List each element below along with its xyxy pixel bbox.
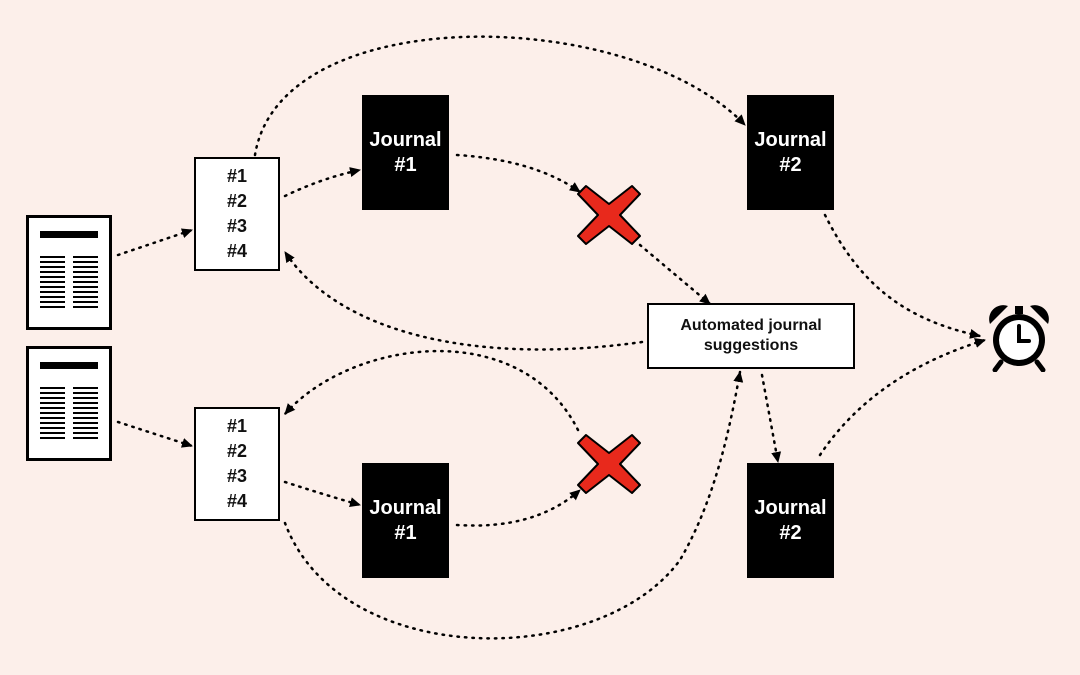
arrow-doc2-to-list2: [116, 420, 194, 448]
list-item: #3: [226, 216, 248, 236]
arrow-journal2b-to-reject2: [455, 488, 582, 527]
ranked-list-top: #1 #2 #3 #4: [194, 157, 280, 271]
arrow-list1-to-journal1: [283, 167, 362, 198]
arrow-doc1-to-list1: [116, 228, 194, 257]
journal-label: Journal: [369, 128, 442, 151]
automated-suggestions-box: Automated journal suggestions: [647, 303, 855, 369]
arrow-list2-to-journal1: [283, 480, 362, 508]
list-item: #1: [226, 416, 248, 436]
arrow-automated-to-journal2b: [760, 373, 782, 464]
journal-number: #1: [394, 153, 417, 176]
list-item: #4: [226, 241, 248, 261]
ranked-list-bottom: #1 #2 #3 #4: [194, 407, 280, 521]
journal-number: #1: [394, 521, 417, 544]
alarm-clock-icon: [989, 305, 1049, 372]
list-item: #2: [226, 441, 248, 461]
document-icon: [26, 215, 112, 330]
journal-number: #2: [779, 153, 802, 176]
automated-label-line2: suggestions: [703, 337, 799, 354]
arrow-reject2-to-list2: [283, 349, 580, 432]
journal-top-second: Journal #2: [747, 95, 834, 210]
arrow-reject1-to-automated: [638, 243, 712, 306]
journal-number: #2: [779, 521, 802, 544]
journal-bottom-first: Journal #1: [362, 463, 449, 578]
arrow-list1-to-journal2: [253, 35, 747, 157]
journal-label: Journal: [754, 128, 827, 151]
automated-label-line1: Automated journal: [680, 317, 822, 334]
arrow-automated-to-list1: [283, 250, 644, 351]
journal-label: Journal: [369, 496, 442, 519]
list-item: #2: [226, 191, 248, 211]
rejection-x-icon: [577, 434, 641, 494]
journal-label: Journal: [754, 496, 827, 519]
document-icon: [26, 346, 112, 461]
journal-top-first: Journal #1: [362, 95, 449, 210]
list-item: #3: [226, 466, 248, 486]
journal-bottom-second: Journal #2: [747, 463, 834, 578]
list-item: #1: [226, 166, 248, 186]
list-item: #4: [226, 491, 248, 511]
arrow-journal1-to-reject1: [455, 153, 582, 194]
arrow-journal2b-to-clock: [818, 338, 987, 457]
arrow-list2-to-automated: [283, 370, 744, 640]
rejection-x-icon: [577, 185, 641, 245]
